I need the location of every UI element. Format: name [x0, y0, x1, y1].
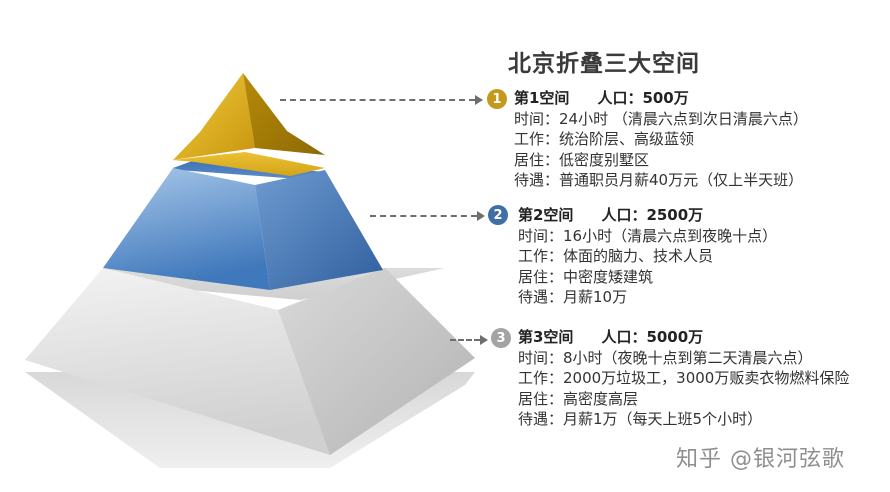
- tier-3-left-face: [25, 268, 330, 455]
- connector-arrow-3: [480, 335, 488, 345]
- space-1-work: 工作：统治阶层、高级蓝领: [514, 130, 695, 148]
- diagram-title: 北京折叠三大空间: [508, 51, 700, 77]
- space-1-name: 第1空间: [514, 89, 570, 107]
- space-1-residence: 居住：低密度别墅区: [514, 150, 650, 169]
- space-3-name: 第3空间: [518, 328, 574, 346]
- space-3-time: 时间：8小时（夜晚十点到第二天清晨六点）: [518, 348, 813, 367]
- space-2-info: 第2空间 人口：2500万 时间：16小时（清晨六点到夜晚十点） 工作：体面的脑力…: [518, 205, 777, 308]
- space-2-name: 第2空间: [518, 206, 574, 224]
- connector-line-3: [450, 339, 480, 341]
- badge-1: 1: [487, 89, 507, 109]
- space-2-time: 时间：16小时（清晨六点到夜晚十点）: [518, 226, 778, 245]
- tier-1-left-face: [173, 73, 255, 160]
- badge-2: 2: [488, 205, 508, 225]
- tier-1-base-face: [173, 152, 325, 176]
- watermark-text: 知乎 @银河弦歌: [676, 447, 845, 472]
- tier-3-right-face: [278, 268, 475, 455]
- space-2-population: 人口：2500万: [601, 206, 704, 224]
- connector-line-2: [370, 215, 477, 217]
- connector-arrow-1: [475, 95, 483, 105]
- badge-3: 3: [491, 328, 511, 348]
- space-1-pay: 待遇：普通职员月薪40万元（仅上半天班）: [514, 171, 804, 189]
- space-3-pay: 待遇：月薪1万（每天上班5个小时）: [518, 410, 763, 428]
- connector-line-1: [280, 99, 475, 101]
- space-1-population: 人口：500万: [597, 89, 689, 107]
- space-3-header: 第3空间 人口：5000万: [518, 327, 849, 348]
- space-3-work: 工作：2000万垃圾工，3000万贩卖衣物燃料保险: [518, 369, 850, 387]
- space-1-time: 时间：24小时 （清晨六点到次日清晨六点）: [514, 109, 808, 128]
- space-3-population: 人口：5000万: [601, 328, 704, 346]
- connector-arrow-2: [477, 211, 485, 221]
- space-3-info: 第3空间 人口：5000万 时间：8小时（夜晚十点到第二天清晨六点） 工作：200…: [518, 327, 849, 430]
- space-2-work: 工作：体面的脑力、技术人员: [518, 247, 714, 265]
- tier-2-left-face: [103, 168, 270, 290]
- space-1-info: 第1空间 人口：500万 时间：24小时 （清晨六点到次日清晨六点） 工作：统治阶…: [514, 88, 808, 191]
- space-2-header: 第2空间 人口：2500万: [518, 205, 777, 226]
- space-3-residence: 居住：高密度高层: [518, 389, 639, 408]
- tier-1-right-face: [243, 73, 325, 155]
- tier-2-right-face: [255, 170, 383, 290]
- space-2-pay: 待遇：月薪10万: [518, 288, 628, 306]
- space-1-header: 第1空间 人口：500万: [514, 88, 808, 109]
- space-2-residence: 居住：中密度矮建筑: [518, 267, 654, 286]
